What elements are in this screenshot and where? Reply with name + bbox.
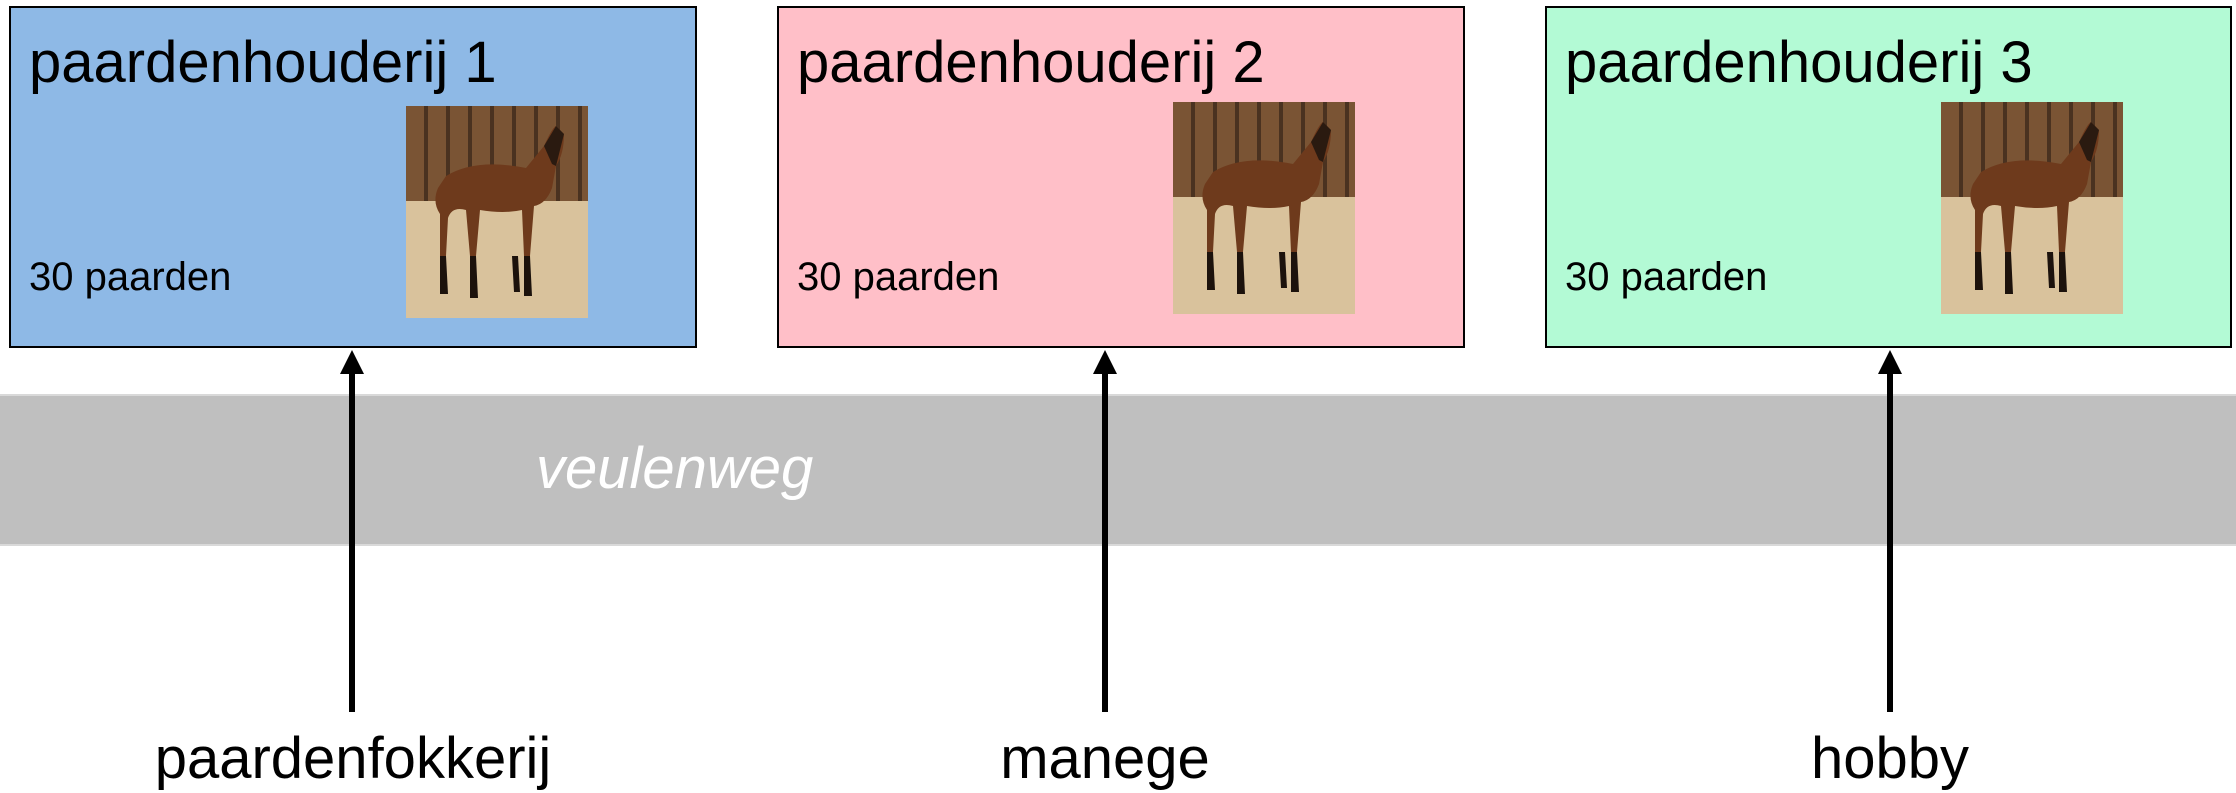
horse-count: 30 paarden [1565,255,1768,299]
horse-photo-icon [406,106,588,318]
horse-count: 30 paarden [797,255,1000,299]
horse-photo-icon [1941,102,2123,314]
holding-title: paardenhouderij 2 [797,30,1265,95]
holding-box-2: paardenhouderij 2 30 paarden [777,6,1465,348]
arrow-2 [1093,350,1117,712]
arrow-3 [1878,350,1902,712]
road-label: veulenweg [536,436,814,501]
horse-photo-icon [1173,102,1355,314]
horse-count: 30 paarden [29,255,232,299]
holding-box-3: paardenhouderij 3 30 paarden [1545,6,2232,348]
holding-title: paardenhouderij 1 [29,30,497,95]
holding-title: paardenhouderij 3 [1565,30,2033,95]
type-label-manege: manege [1000,726,1210,791]
holding-box-1: paardenhouderij 1 30 paarden [9,6,697,348]
arrow-1 [340,350,364,712]
type-label-fokkerij: paardenfokkerij [154,726,552,791]
type-label-hobby: hobby [1810,726,1970,791]
road-band [0,394,2236,546]
